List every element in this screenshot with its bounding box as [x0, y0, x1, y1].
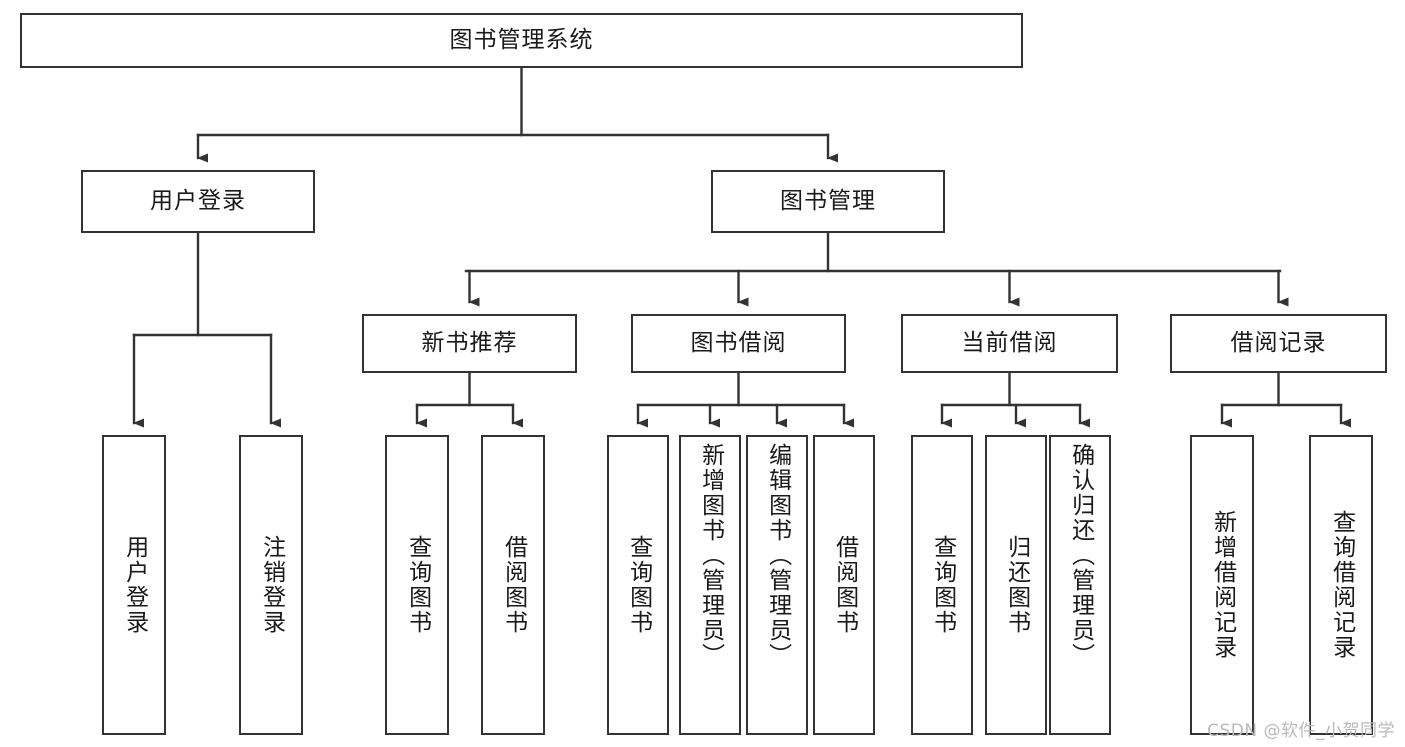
- edges-group: [132, 66, 1351, 428]
- root-node[interactable]: 图书管理系统: [20, 13, 1023, 68]
- node-label: 借阅图书: [831, 535, 858, 635]
- node-label: 查询图书: [625, 535, 652, 635]
- leaf-node[interactable]: 新增图书（管理员）: [679, 435, 741, 735]
- leaf-node[interactable]: 确认归还（管理员）: [1049, 435, 1111, 735]
- node-label: 新书推荐: [421, 329, 518, 356]
- leaf-node[interactable]: 借阅图书: [481, 435, 545, 735]
- branch-node[interactable]: 用户登录: [81, 170, 315, 233]
- leaf-node[interactable]: 借阅图书: [813, 435, 875, 735]
- branch-node[interactable]: 当前借阅: [901, 314, 1118, 373]
- branch-node[interactable]: 图书管理: [711, 170, 945, 233]
- node-label: 注销登录: [258, 535, 285, 635]
- node-label: 新增借阅记录: [1209, 510, 1236, 660]
- branch-node[interactable]: 新书推荐: [362, 314, 577, 373]
- node-label: 查询图书: [404, 535, 431, 635]
- node-label: 查询图书: [929, 535, 956, 635]
- leaf-node[interactable]: 新增借阅记录: [1190, 435, 1254, 735]
- leaf-node[interactable]: 归还图书: [985, 435, 1047, 735]
- node-label: 查询借阅记录: [1328, 510, 1355, 660]
- leaf-node[interactable]: 注销登录: [239, 435, 303, 735]
- node-label: 编辑图书（管理员）: [764, 443, 791, 668]
- node-label: 借阅图书: [500, 535, 527, 635]
- node-label: 图书借阅: [690, 329, 787, 356]
- leaf-node[interactable]: 用户登录: [102, 435, 166, 735]
- leaf-node[interactable]: 查询借阅记录: [1309, 435, 1373, 735]
- node-label: 图书管理系统: [449, 26, 594, 53]
- node-label: 用户登录: [150, 187, 246, 214]
- node-label: 用户登录: [121, 535, 148, 635]
- leaf-node[interactable]: 查询图书: [607, 435, 669, 735]
- node-label: 当前借阅: [961, 329, 1058, 356]
- node-label: 新增图书（管理员）: [697, 443, 724, 668]
- node-label: 归还图书: [1003, 535, 1030, 635]
- branch-node[interactable]: 图书借阅: [631, 314, 846, 373]
- leaf-node[interactable]: 查询图书: [385, 435, 449, 735]
- node-label: 确认归还（管理员）: [1067, 443, 1094, 668]
- leaf-node[interactable]: 编辑图书（管理员）: [746, 435, 808, 735]
- branch-node[interactable]: 借阅记录: [1170, 314, 1387, 373]
- node-label: 借阅记录: [1230, 329, 1327, 356]
- node-label: 图书管理: [780, 187, 876, 214]
- leaf-node[interactable]: 查询图书: [911, 435, 973, 735]
